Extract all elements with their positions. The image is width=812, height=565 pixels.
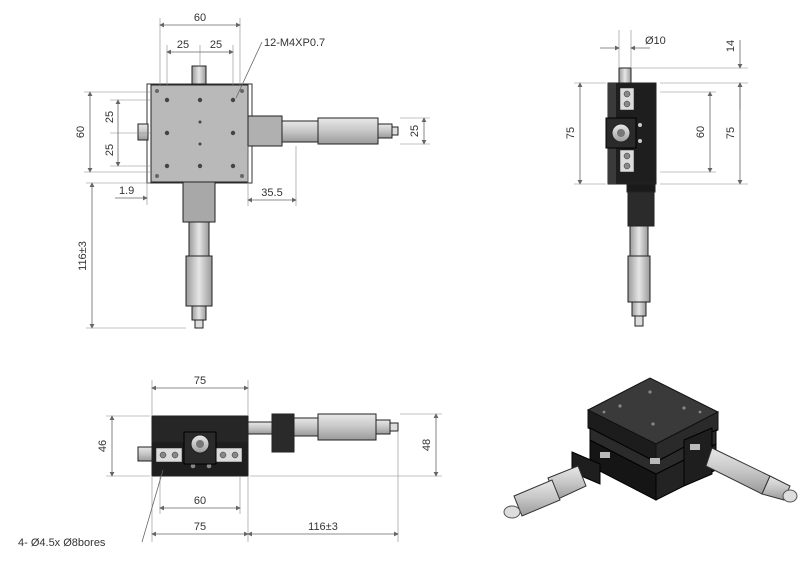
dim-front-75: 75 — [194, 375, 206, 387]
iso-right-micrometer — [705, 447, 771, 495]
dim-right-25: 25 — [409, 125, 421, 137]
dim-height-46: 46 — [97, 440, 109, 452]
dim-right-75: 75 — [725, 127, 737, 139]
dim-bottom-75: 75 — [194, 521, 206, 533]
top-lock-knob — [191, 65, 207, 85]
dim-front-inner-60: 60 — [194, 495, 206, 507]
dim-pitch-25-a: 25 — [177, 39, 189, 51]
mounting-holes — [164, 97, 236, 169]
side-micrometer-thimble — [627, 255, 651, 303]
dim-left-25-a: 25 — [104, 111, 116, 123]
thread-callout: 12-M4XP0.7 — [264, 37, 325, 49]
dim-left-75: 75 — [565, 127, 577, 139]
side-view: Ø10 14 75 60 75 — [565, 30, 748, 327]
left-lock-knob — [137, 123, 149, 141]
dim-travel-116: 116±3 — [77, 241, 89, 271]
isometric-view — [503, 377, 798, 519]
dim-width-60: 60 — [194, 12, 206, 24]
bores-callout: 4- Ø4.5x Ø8bores — [18, 537, 106, 549]
dim-offset-35-5: 35.5 — [261, 187, 282, 199]
dim-inner-60: 60 — [695, 126, 707, 138]
dim-pitch-25-b: 25 — [210, 39, 222, 51]
y-micrometer-bracket — [182, 181, 216, 223]
y-micrometer-thimble — [185, 255, 213, 307]
x-micrometer-bracket — [247, 115, 283, 147]
iso-left-micrometer — [513, 479, 561, 517]
dim-height-60: 60 — [75, 126, 87, 138]
front-micrometer-thimble — [317, 413, 377, 441]
front-view: 75 46 48 60 75 116±3 4- Ø4.5x Ø8bores — [18, 375, 442, 549]
dim-offset-1-9: 1.9 — [119, 185, 134, 197]
x-micrometer-thimble — [317, 117, 379, 145]
dim-dia-10: Ø10 — [645, 35, 666, 47]
dim-front-travel-116: 116±3 — [308, 521, 338, 533]
dim-left-25-b: 25 — [104, 144, 116, 156]
top-view: 60 25 25 12-M4XP0.7 60 25 25 25 1.9 35.5 — [75, 12, 430, 329]
dim-height-48: 48 — [421, 439, 433, 451]
dim-14: 14 — [725, 40, 737, 52]
